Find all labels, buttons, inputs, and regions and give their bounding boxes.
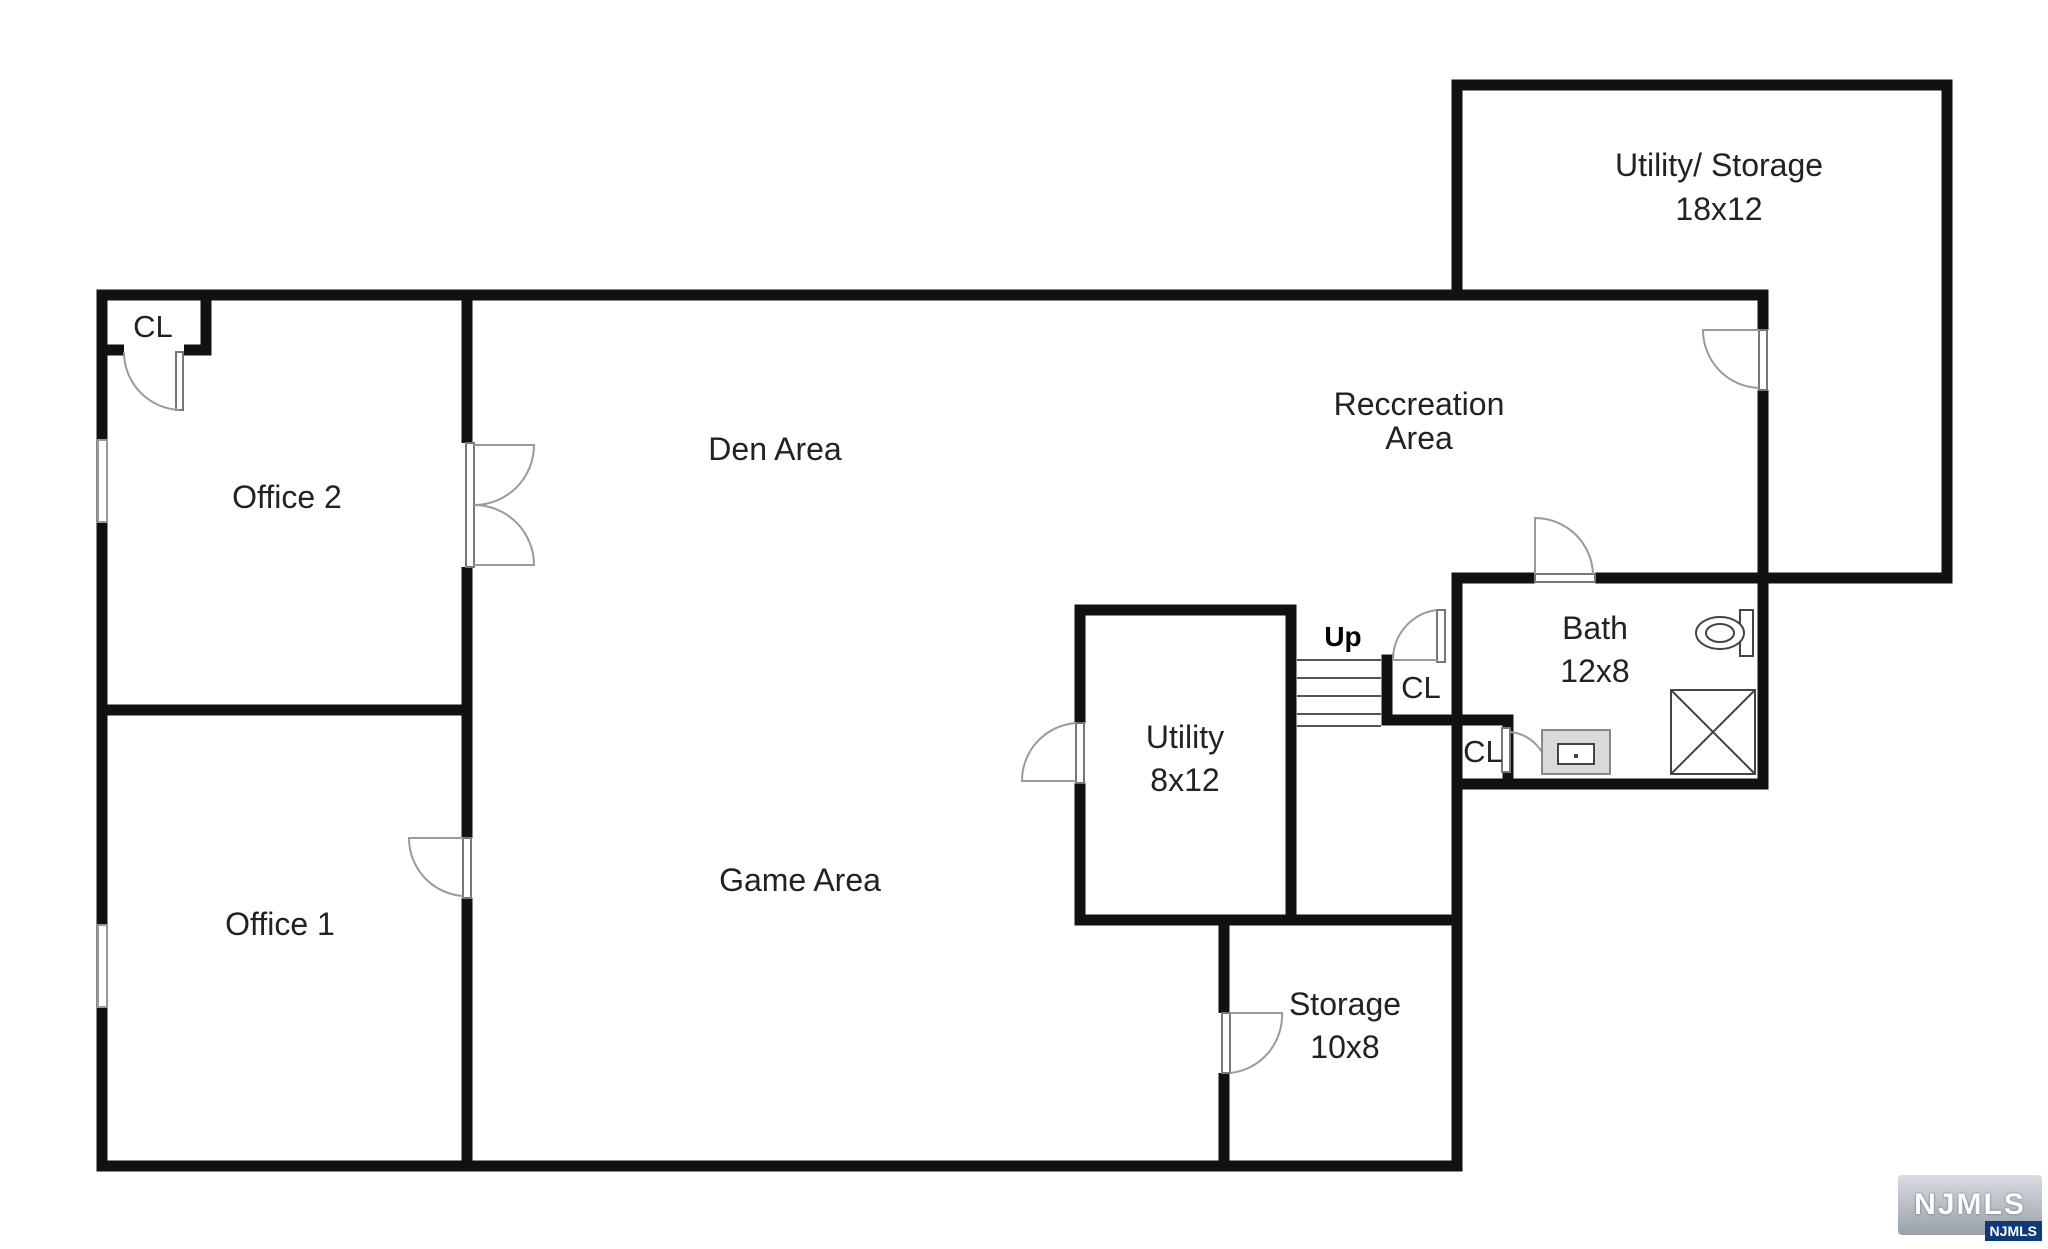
office-2-name: Office 2 (232, 479, 342, 515)
njmls-watermark-logo: NJMLS NJMLS (1898, 1175, 2042, 1241)
sink-icon (1541, 729, 1611, 775)
door-storage[interactable] (1221, 1012, 1231, 1074)
door-office2-closet[interactable] (175, 351, 184, 411)
stairs[interactable] (1297, 659, 1381, 727)
walls (96, 79, 1953, 1172)
toilet-icon (1695, 609, 1754, 657)
office2-closet-label: CL (133, 309, 173, 344)
storage-name: Storage (1289, 986, 1401, 1022)
recreation-name-line2: Area (1385, 420, 1453, 456)
watermark-tag: NJMLS (1984, 1221, 2042, 1241)
office-1-name: Office 1 (225, 906, 335, 942)
door-utility[interactable] (1075, 722, 1085, 784)
utility-storage-size: 18x12 (1675, 191, 1762, 227)
door-stair-closet[interactable] (1436, 609, 1446, 663)
stair-closet-label: CL (1401, 670, 1441, 705)
recreation-top-wall (1451, 289, 1769, 584)
utility-name: Utility (1146, 719, 1224, 755)
utility-storage-name: Utility/ Storage (1615, 147, 1823, 183)
watermark-brand: NJMLS (1898, 1175, 2042, 1235)
utility-size: 8x12 (1150, 762, 1219, 798)
storage-size: 10x8 (1310, 1029, 1379, 1065)
bath-size: 12x8 (1560, 653, 1629, 689)
window-office1 (97, 924, 108, 1008)
window-office2 (97, 439, 108, 523)
outer-wall (96, 79, 1953, 1172)
door-swing-arc (123, 351, 181, 411)
bath-name: Bath (1562, 610, 1628, 646)
door-utility-storage[interactable] (1758, 329, 1768, 391)
door-bath[interactable] (1534, 573, 1596, 583)
door-office2-den[interactable] (465, 442, 475, 568)
bath-closet-label: CL (1463, 734, 1503, 769)
shower-icon (1670, 689, 1756, 775)
door-bath-closet[interactable] (1501, 727, 1511, 773)
stairs-up-label: Up (1324, 621, 1361, 652)
game-area-name: Game Area (719, 862, 881, 898)
recreation-name-line1: Reccreation (1334, 386, 1505, 422)
door-office1[interactable] (462, 837, 472, 899)
den-area-name: Den Area (708, 431, 842, 467)
